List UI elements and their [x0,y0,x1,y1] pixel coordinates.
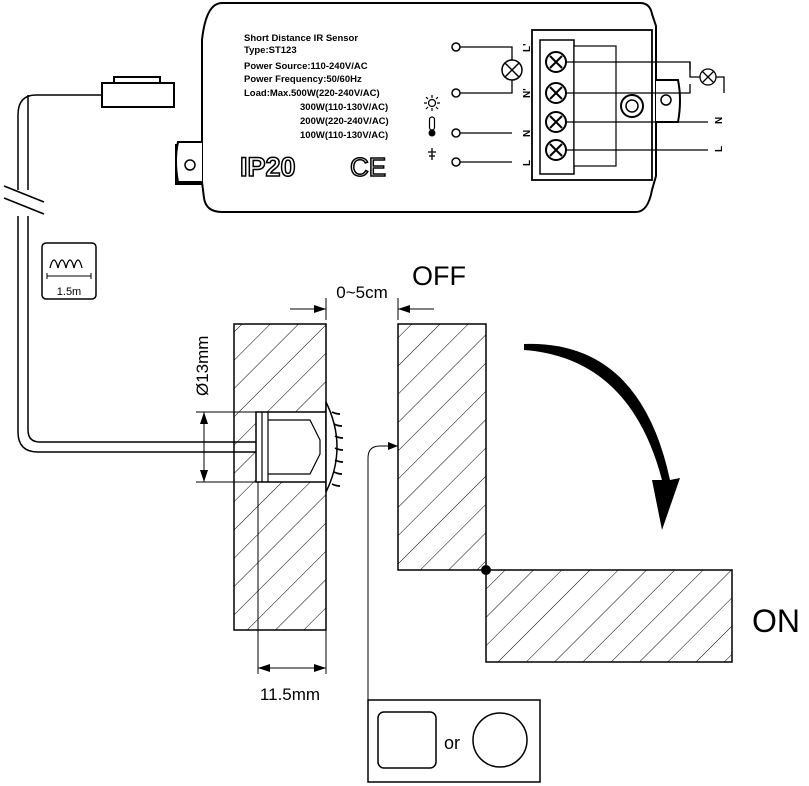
gap-dimension: 0~5cm [290,283,434,320]
thermometer-icon [428,116,436,137]
spec-line: Load:Max.500W(220-240V/AC) [244,88,380,99]
terminal-label: N' [522,88,533,98]
terminal-label: N [522,130,533,137]
door-closing-arrow-icon [524,343,680,530]
diameter-label: Ø13mm [193,336,212,396]
round-reflector-icon [472,712,528,768]
gap-label: 0~5cm [336,283,388,302]
external-lamp-icon [699,68,717,86]
power-icon [428,148,436,160]
terminal-label: L' [522,44,533,53]
coil-icon [49,259,83,269]
terminal-screws [545,51,567,161]
reflector-callout: or [367,442,541,783]
mains-label-l: L [714,146,725,152]
spec-text: Short Distance IR Sensor Type:ST123 Powe… [244,33,389,141]
diameter-dimension: Ø13mm [193,336,256,483]
terminal-label: L [522,160,533,166]
square-reflector-icon [377,711,437,769]
door-off [397,323,487,571]
cable-length-badge: 1.5m [41,242,97,300]
depth-dimension: 11.5mm [257,482,327,704]
ce-mark: CE [350,152,386,182]
spec-line: 200W(220-240V/AC) [300,116,389,127]
door-on [485,569,733,663]
ip-rating: IP20 [240,152,296,182]
sun-icon [424,95,440,111]
cable-length: 1.5m [57,286,81,298]
door-hinge [481,565,491,575]
sensor-cable [3,76,258,453]
internal-schematic: L' N' N L [424,42,533,167]
spec-line: Power Frequency:50/60Hz [244,74,362,85]
spec-line: Short Distance IR Sensor [244,33,358,44]
depth-label: 11.5mm [260,685,320,704]
cable-connector [101,82,175,108]
spec-line: Type:ST123 [244,45,297,56]
on-label: ON [752,603,800,639]
off-label: OFF [412,261,466,291]
mains-label-n: N [714,117,725,124]
ir-sensor [255,401,344,493]
controller-box: N L Short Distance IR Sensor Type:ST123 … [175,2,725,213]
spec-line: Power Source:110-240V/AC [244,61,368,72]
spec-line: 300W(110-130V/AC) [300,102,388,113]
spec-line: 100W(110-130V/AC) [300,130,388,141]
or-label: or [444,733,460,753]
